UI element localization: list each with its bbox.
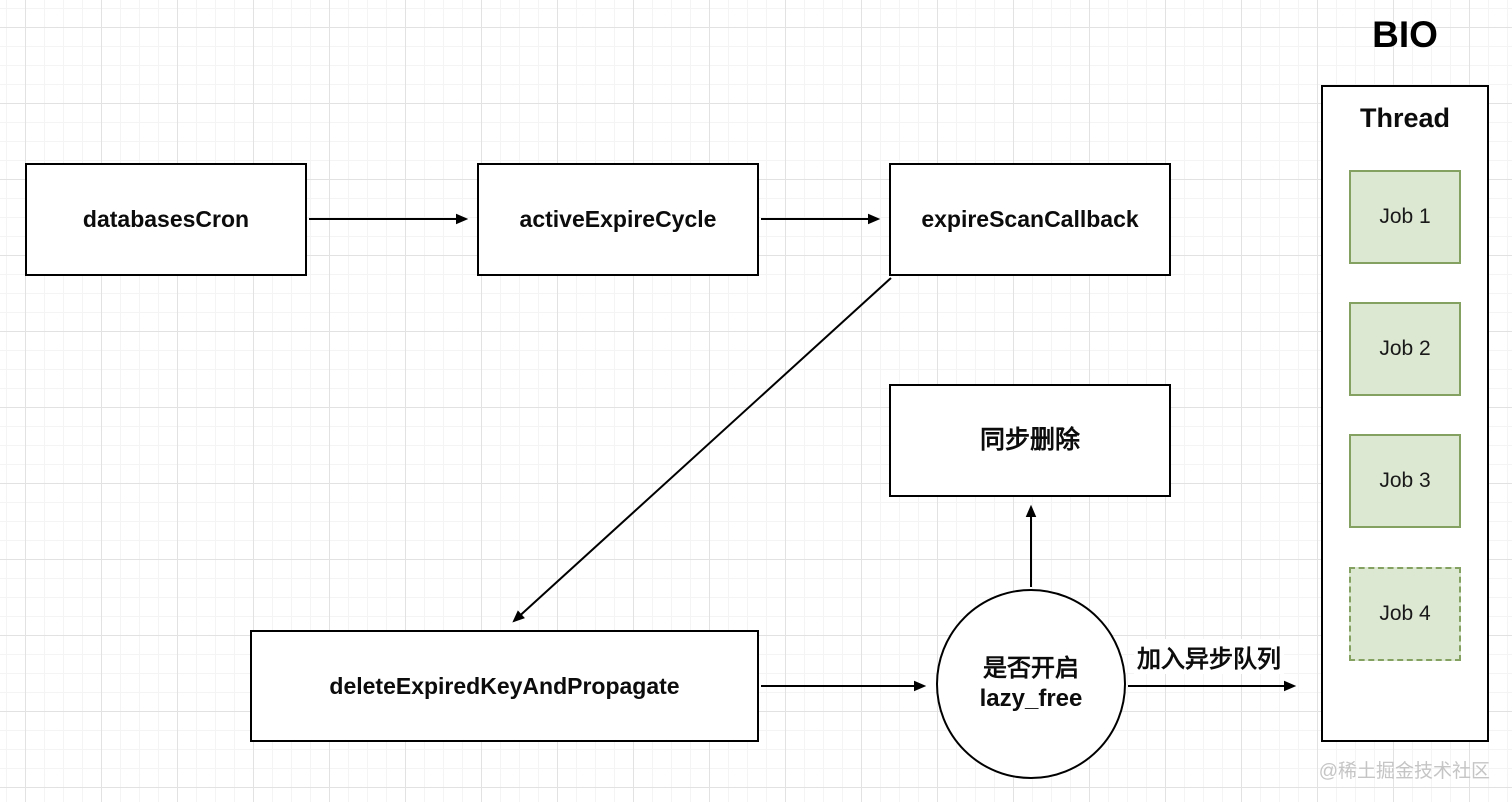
node-deleteExpiredKeyAndPropagate: deleteExpiredKeyAndPropagate	[250, 630, 759, 742]
bio-job-1: Job 1	[1349, 170, 1461, 264]
edge-label-async-queue: 加入异步队列	[1134, 639, 1284, 674]
watermark: @稀土掘金技术社区	[1318, 761, 1490, 782]
node-sync-delete: 同步删除	[889, 384, 1171, 497]
bio-title: BIO	[1372, 14, 1438, 55]
node-databasesCron: databasesCron	[25, 163, 307, 276]
node-lazy-free-decision: 是否开启 lazy_free	[936, 589, 1126, 779]
bio-job-4: Job 4	[1349, 567, 1461, 661]
bio-job-3: Job 3	[1349, 434, 1461, 528]
lazy-free-decision-line2: lazy_free	[979, 685, 1083, 712]
node-activeExpireCycle: activeExpireCycle	[477, 163, 759, 276]
lazy-free-decision-line1: 是否开启	[983, 655, 1079, 682]
edge-expireScanCallback-deleteExpiredKeyAndPropagate	[512, 277, 892, 623]
bio-job-2: Job 2	[1349, 302, 1461, 396]
bio-thread-label: Thread	[1359, 103, 1451, 133]
node-expireScanCallback: expireScanCallback	[889, 163, 1171, 276]
bio-thread-box: Thread Job 1 Job 2 Job 3 Job 4	[1321, 85, 1489, 742]
